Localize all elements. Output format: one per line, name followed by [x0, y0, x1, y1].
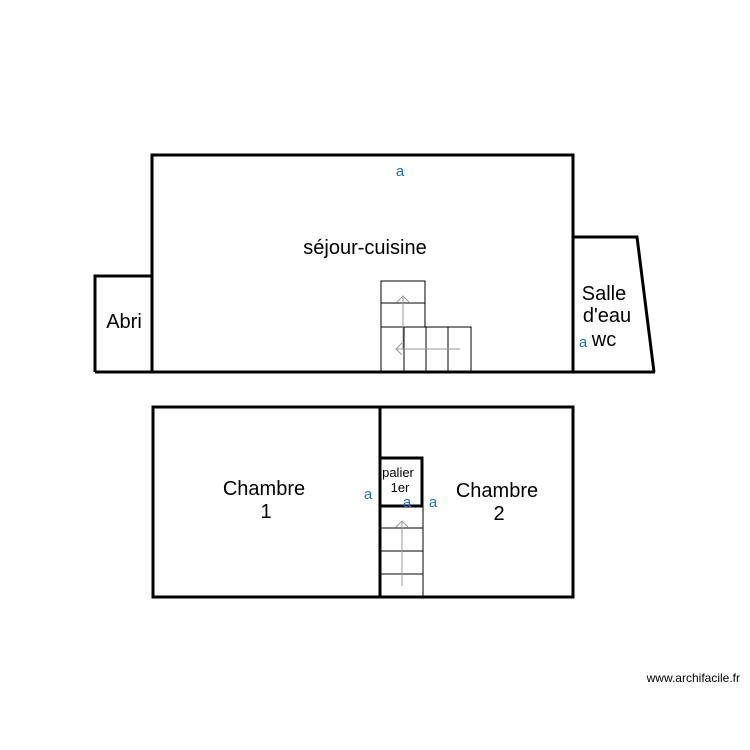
marker-chambre1: a: [364, 486, 373, 503]
marker-salle-deau: a: [579, 334, 588, 351]
room-label-palier-line2: 1er: [391, 480, 410, 495]
abri-walls: [93, 274, 152, 372]
room-label-chambre2-line2: 2: [493, 503, 504, 525]
stair-arrow-up-icon: [396, 295, 410, 303]
room-label-chambre2-line1: Chambre: [456, 480, 538, 502]
staircase-ground: [380, 280, 472, 372]
marker-sejour: a: [396, 163, 405, 180]
first-floor-outer-walls: [151, 405, 575, 599]
room-label-salle: Salle: [582, 283, 626, 305]
stair-arrow-up-icon: [395, 520, 409, 528]
room-label-wc: wc: [591, 329, 616, 351]
watermark: www.archifacile.fr: [646, 671, 740, 685]
room-label-deau: d'eau: [583, 305, 631, 327]
room-label-abri: Abri: [106, 311, 142, 333]
marker-chambre2: a: [429, 494, 438, 511]
sejour-walls: [150, 153, 575, 372]
room-label-sejour-cuisine: séjour-cuisine: [303, 237, 426, 259]
room-label-chambre1-line2: 1: [260, 501, 271, 523]
stair-arrow-left-icon: [395, 342, 403, 356]
staircase-first: [379, 505, 424, 598]
marker-palier: a: [403, 494, 412, 511]
room-label-chambre1-line1: Chambre: [223, 478, 305, 500]
room-label-palier-line1: palier: [382, 465, 414, 480]
salle-deau-walls: [573, 235, 656, 373]
first-floor: Chambre 1 Chambre 2 palier 1er a a a: [151, 405, 575, 599]
ground-floor: séjour-cuisine Abri Salle d'eau wc a a: [93, 153, 656, 374]
